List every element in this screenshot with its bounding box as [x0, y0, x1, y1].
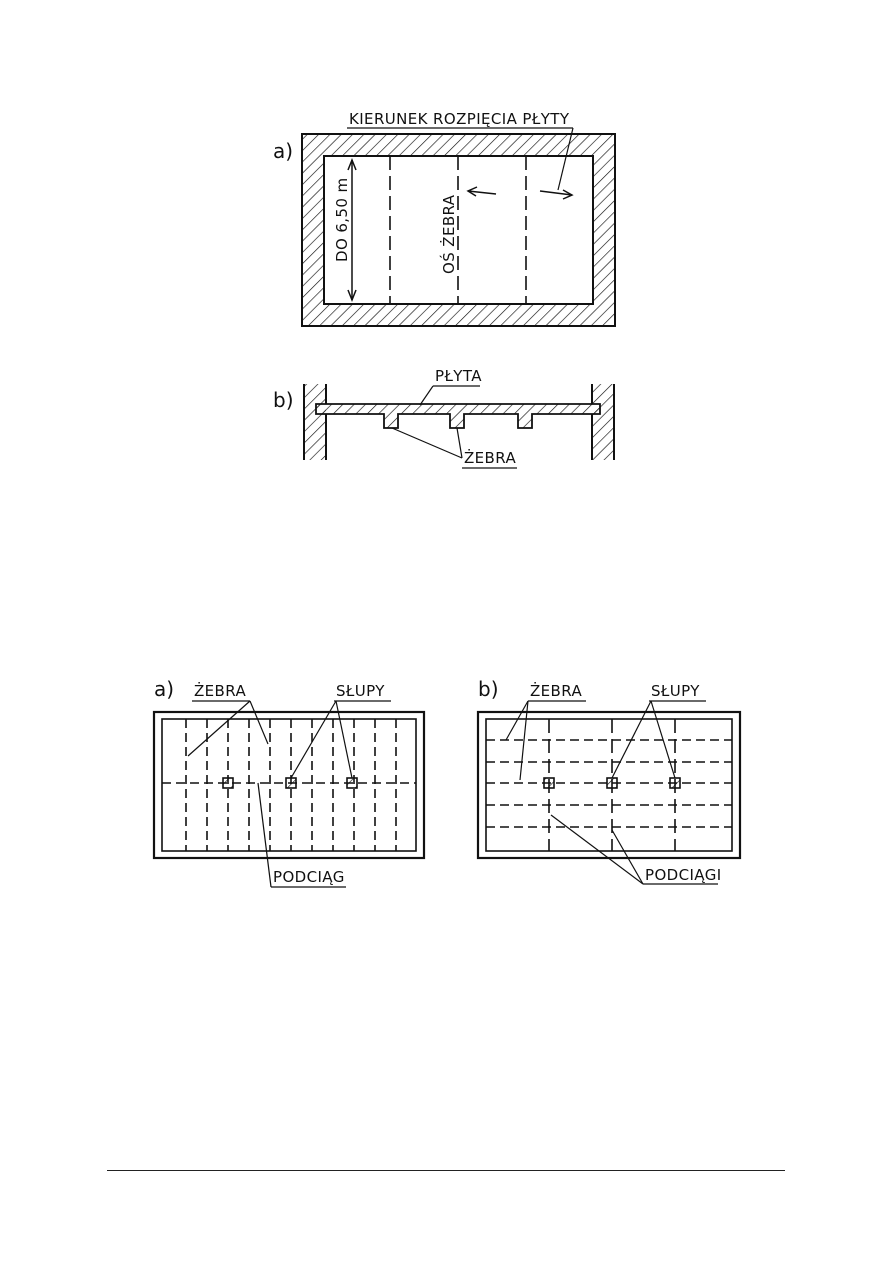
span-dimension-label: DO 6,50 m [333, 177, 351, 262]
figure1-panel-a: a) DO 6,50 m OŚ ŻEBRA KIERUNEK ROZPIĘCIA… [273, 110, 616, 327]
columns-leader [290, 700, 337, 779]
column [543, 777, 555, 789]
perimeter-wall-hatch [302, 134, 615, 326]
label-leader [557, 127, 574, 191]
ribs-label-leader [391, 427, 463, 459]
wall-outer-edge [301, 133, 616, 327]
columns-leader [650, 700, 676, 779]
rib-lines [486, 739, 732, 828]
column [606, 777, 618, 789]
inner-wall-outline [161, 718, 417, 852]
ribs-leader [187, 700, 251, 757]
footer-rule [107, 1170, 785, 1171]
figure2-panel-a: a) ŻEBRA [152, 677, 426, 888]
span-direction-arrow [467, 190, 497, 195]
dimension-arrowhead-top [347, 157, 357, 171]
span-direction-arrowhead [562, 189, 574, 200]
ribs-leader [249, 700, 269, 745]
right-wall-section [592, 384, 614, 460]
girder-leader [257, 782, 272, 888]
dimension-arrowhead-bottom [347, 289, 357, 303]
girder-label-a: PODCIĄG [273, 868, 345, 886]
columns-label-a: SŁUPY [336, 682, 385, 700]
inner-wall-outline [485, 718, 733, 852]
span-direction-label: KIERUNEK ROZPIĘCIA PŁYTY [349, 110, 570, 128]
figure1-panel-a-letter: a) [273, 139, 293, 163]
span-direction-arrowhead [466, 186, 478, 197]
figure2-panel-b: b) ŻEBRA SŁUPY [476, 677, 742, 885]
figure1-panel-b-letter: b) [273, 388, 294, 412]
ribs-leader [505, 700, 529, 741]
left-wall-section [304, 384, 326, 460]
figure2-panel-b-letter: b) [478, 677, 499, 701]
slab-label-leader [419, 385, 434, 406]
columns-leader [611, 700, 652, 779]
column [285, 777, 297, 789]
slab-and-ribs-section [315, 403, 601, 429]
ribs-label: ŻEBRA [464, 448, 516, 467]
outer-wall-outline [152, 710, 426, 860]
columns-leader [335, 700, 353, 779]
column [222, 777, 234, 789]
girders-label-b: PODCIĄGI [645, 866, 722, 884]
span-direction-arrow [539, 190, 573, 196]
figure2-panel-a-letter: a) [154, 677, 174, 701]
girders-leader [611, 829, 644, 885]
columns-label-b: SŁUPY [651, 682, 700, 700]
girders-leader [550, 814, 644, 885]
ribs-label-leader [456, 427, 463, 459]
ribs-label-b: ŻEBRA [530, 681, 582, 700]
figure2: a) ŻEBRA [152, 677, 742, 888]
figure1-panel-b: b) PŁYTA ŻEBRA [273, 367, 615, 469]
column [669, 777, 681, 789]
rib-axis-label: OŚ ŻEBRA [439, 194, 458, 274]
figure1: a) DO 6,50 m OŚ ŻEBRA KIERUNEK ROZPIĘCIA… [273, 110, 616, 469]
column [346, 777, 358, 789]
slab-label: PŁYTA [435, 367, 482, 385]
ribs-leader [519, 700, 529, 781]
ribs-label-a: ŻEBRA [194, 681, 246, 700]
